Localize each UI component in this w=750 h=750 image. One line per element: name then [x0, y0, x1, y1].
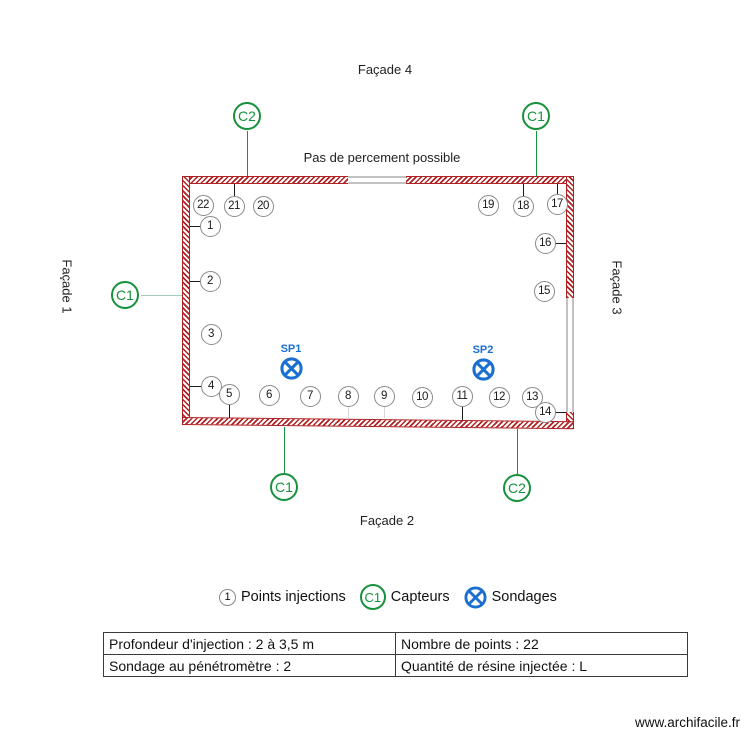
- connector-line: [141, 295, 182, 297]
- sensor-badge: C2: [503, 474, 531, 502]
- connector-line: [384, 407, 386, 418]
- sensor-badge: C1: [522, 102, 550, 130]
- connector-line: [284, 427, 286, 473]
- connector-line: [234, 184, 236, 196]
- injection-point-icon: 1: [219, 588, 236, 606]
- table-cell-sounding: Sondage au pénétromètre : 2: [103, 654, 396, 677]
- sounding-label: SP2: [472, 344, 494, 356]
- facade-1-label: Façade 1: [59, 259, 75, 314]
- facade-3-label: Façade 3: [609, 260, 625, 315]
- injection-point: 17: [546, 193, 568, 215]
- sondage-icon: [471, 357, 495, 381]
- injection-point: 20: [252, 195, 274, 217]
- facade-4-label: Façade 4: [357, 62, 413, 77]
- sondage-icon: [279, 356, 303, 380]
- table-cell-depth: Profondeur d'injection : 2 à 3,5 m: [103, 632, 396, 655]
- connector-line: [536, 131, 538, 177]
- connector-line: [247, 131, 249, 177]
- connector-line: [555, 412, 566, 414]
- injection-point: 5: [218, 383, 240, 405]
- wall-bottom: [181, 417, 575, 430]
- injection-point: 8: [337, 385, 359, 407]
- table-row: Profondeur d'injection : 2 à 3,5 m Nombr…: [103, 632, 688, 655]
- sensor-badge: C1: [270, 473, 298, 501]
- injection-point: 14: [534, 401, 556, 423]
- sondage-icon: [464, 585, 487, 609]
- connector-line: [348, 407, 350, 418]
- table-row: Sondage au pénétromètre : 2 Quantité de …: [103, 654, 688, 677]
- no-drill-zone-top: [348, 176, 406, 184]
- facade-2-label: Façade 2: [359, 513, 415, 528]
- injection-point: 6: [258, 384, 280, 406]
- injection-point: 21: [223, 195, 245, 217]
- injection-point: 7: [299, 385, 321, 407]
- sensor-badge: C1: [111, 281, 139, 309]
- sounding-label: SP1: [280, 343, 302, 355]
- injection-point: 2: [199, 270, 221, 292]
- injection-point: 12: [488, 386, 510, 408]
- connector-line: [557, 184, 559, 194]
- legend-sensors-label: Capteurs: [390, 589, 450, 605]
- injection-point: 18: [512, 195, 534, 217]
- injection-point: 15: [533, 280, 555, 302]
- connector-line: [462, 407, 464, 420]
- table-cell-point-count: Nombre de points : 22: [395, 632, 688, 655]
- connector-line: [555, 243, 566, 245]
- injection-point: 22: [192, 194, 214, 216]
- sensor-badge: C2: [233, 102, 261, 130]
- injection-point: 16: [534, 232, 556, 254]
- injection-point: 3: [200, 323, 222, 345]
- wall-left: [182, 176, 190, 425]
- sensor-icon: C1: [359, 584, 386, 610]
- website-label: www.archifacile.fr: [634, 715, 740, 730]
- injection-point: 10: [411, 386, 433, 408]
- legend-soundings-label: Sondages: [491, 589, 557, 605]
- injection-point: 19: [477, 194, 499, 216]
- connector-line: [189, 226, 200, 228]
- no-drill-label: Pas de percement possible: [303, 150, 461, 165]
- injection-point: 11: [451, 385, 473, 407]
- connector-line: [523, 184, 525, 196]
- no-drill-zone-right: [566, 298, 574, 412]
- legend-points-label: Points injections: [241, 589, 346, 605]
- info-table: Profondeur d'injection : 2 à 3,5 m Nombr…: [103, 632, 688, 677]
- injection-point: 4: [200, 375, 222, 397]
- injection-point: 9: [373, 385, 395, 407]
- connector-line: [189, 386, 201, 388]
- connector-line: [189, 281, 200, 283]
- legend: 1 Points injections C1 Capteurs Sondages: [219, 583, 557, 611]
- connector-line: [517, 429, 519, 474]
- table-cell-resin: Quantité de résine injectée : L: [395, 654, 688, 677]
- injection-point: 1: [199, 215, 221, 237]
- connector-line: [229, 405, 231, 418]
- injection-point: 13: [521, 386, 543, 408]
